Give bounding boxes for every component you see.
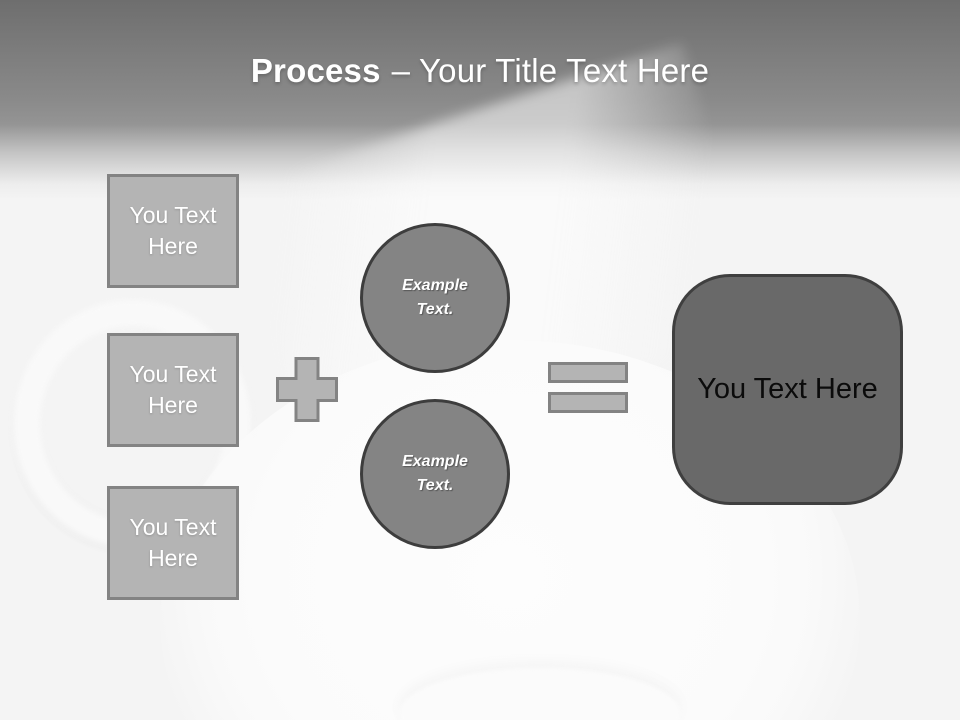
- example-circle-1-label: Example Text.: [402, 277, 468, 318]
- input-box-1[interactable]: You Text Here: [107, 174, 239, 288]
- title-bold-text: Process: [250, 52, 381, 89]
- result-box-label: You Text Here: [697, 373, 878, 405]
- equals-bottom-bar: [548, 392, 628, 413]
- header-gradient-band: [0, 0, 960, 200]
- result-box[interactable]: You Text Here: [672, 274, 903, 505]
- plus-icon[interactable]: [276, 357, 338, 422]
- page-title[interactable]: Process – Your Title Text Here: [0, 52, 960, 90]
- plus-icon-glyph: [276, 357, 338, 422]
- example-circle-2[interactable]: Example Text.: [360, 399, 510, 549]
- example-circle-2-label: Example Text.: [402, 453, 468, 494]
- input-box-2[interactable]: You Text Here: [107, 333, 239, 447]
- input-box-1-label: You Text Here: [129, 202, 217, 259]
- background-cup-foot-shape: [400, 668, 680, 720]
- input-box-3-label: You Text Here: [129, 514, 217, 571]
- input-box-2-label: You Text Here: [129, 361, 217, 418]
- example-circle-1[interactable]: Example Text.: [360, 223, 510, 373]
- equals-top-bar: [548, 362, 628, 383]
- title-regular-text: – Your Title Text Here: [391, 52, 710, 89]
- input-box-3[interactable]: You Text Here: [107, 486, 239, 600]
- equals-icon[interactable]: [548, 362, 628, 413]
